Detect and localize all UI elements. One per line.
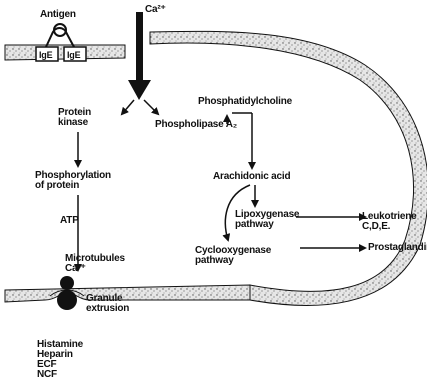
cyclooxygenase-label: Cyclooxygenase pathway bbox=[195, 246, 271, 266]
phospholipase-label: Phospholipase A₂ bbox=[155, 120, 237, 130]
leukotriene-label: Leukotriene C,D,E. bbox=[362, 212, 416, 232]
microtubules-label: Microtubules Ca²⁺ bbox=[65, 254, 125, 274]
phosphatidylcholine-label: Phosphatidylcholine bbox=[198, 97, 292, 107]
granule-icon bbox=[57, 290, 77, 310]
prostaglandins-label: Prostaglandins bbox=[368, 243, 427, 253]
arachidonic-acid-label: Arachidonic acid bbox=[213, 172, 290, 182]
mediators-list: Histamine Heparin ECF NCF bbox=[37, 340, 83, 380]
antigen-label: Antigen bbox=[40, 10, 76, 20]
calcium-influx-arrow bbox=[128, 80, 151, 100]
protein-kinase-label: Protein kinase bbox=[58, 108, 91, 128]
lipoxygenase-label: Lipoxygenase pathway bbox=[235, 210, 299, 230]
phosphorylation-label: Phosphorylation of protein bbox=[35, 171, 111, 191]
ige-right-label: IgE bbox=[67, 51, 80, 60]
cell-membrane-right bbox=[150, 31, 427, 305]
calcium-label: Ca²⁺ bbox=[145, 5, 166, 15]
atp-label: ATP bbox=[60, 216, 79, 226]
granule-extrusion-label: Granule extrusion bbox=[86, 294, 129, 314]
antigen-shape bbox=[46, 28, 74, 47]
arrow-to-phospholipase bbox=[144, 100, 158, 114]
ige-left-label: IgE bbox=[39, 51, 52, 60]
arrow-to-protein-kinase bbox=[122, 100, 134, 114]
